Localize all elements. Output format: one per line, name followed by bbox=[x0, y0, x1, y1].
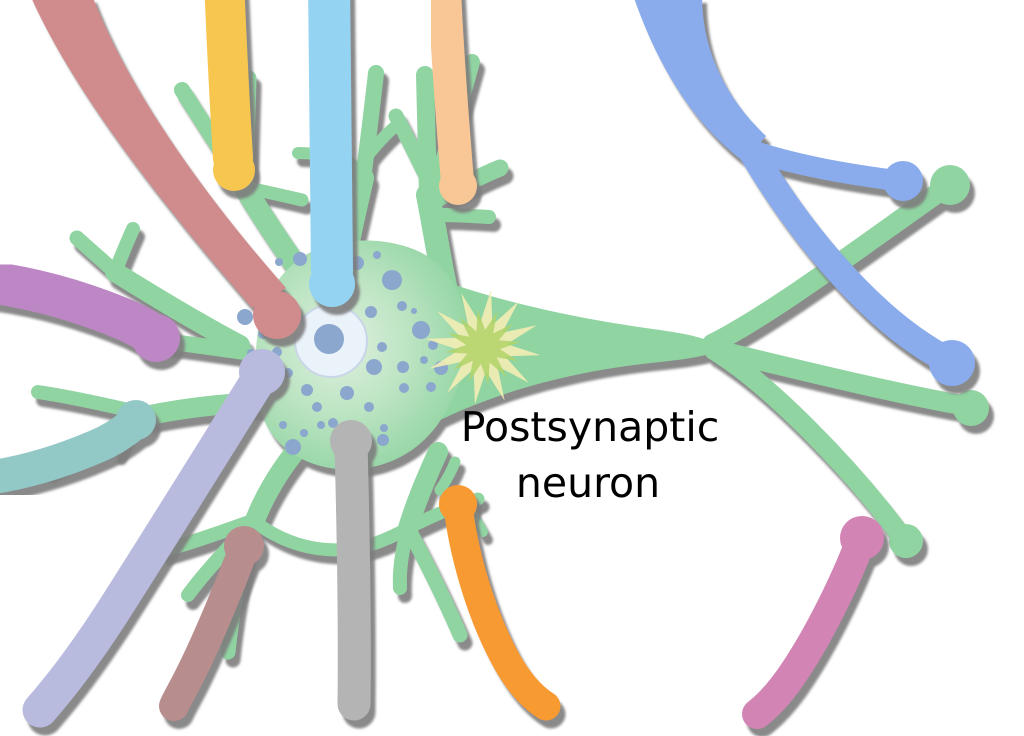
dendrite-trunk bbox=[105, 262, 250, 355]
axon-terminal-boutons bbox=[889, 165, 989, 558]
axon-terminal-bouton bbox=[953, 390, 989, 426]
presynaptic-terminal-lightblue bbox=[308, 0, 355, 307]
presynaptic-terminal-salmon bbox=[32, 0, 301, 339]
presynaptic-terminal-peach bbox=[428, 0, 477, 205]
granule-dot bbox=[380, 424, 388, 432]
dendrite-branch bbox=[241, 181, 309, 207]
granule-dot bbox=[426, 382, 436, 392]
granule-dot bbox=[382, 270, 402, 290]
axon-shaft bbox=[428, 0, 474, 193]
granule-dot bbox=[412, 321, 430, 339]
granule-dot bbox=[301, 384, 313, 396]
presynaptic-terminal-brown bbox=[159, 526, 264, 721]
axon-shaft bbox=[334, 427, 371, 721]
axon-branch-lower bbox=[704, 340, 907, 540]
axon-shaft bbox=[32, 0, 286, 308]
nucleolus bbox=[314, 324, 344, 354]
granule-dot bbox=[317, 421, 325, 429]
granule-dot bbox=[399, 383, 409, 393]
axon-shaft bbox=[742, 525, 876, 729]
synaptic-bouton bbox=[883, 161, 923, 201]
granule-dot bbox=[377, 434, 389, 446]
figure-label: Postsynaptic neuron bbox=[461, 403, 720, 507]
dendrite-trunk bbox=[245, 438, 308, 530]
dendrite-branch bbox=[434, 456, 461, 496]
presynaptic-terminal-pink bbox=[742, 516, 884, 729]
figure-label-line2: neuron bbox=[516, 459, 660, 507]
granule-dot bbox=[373, 251, 381, 259]
presynaptic-terminals bbox=[0, 0, 975, 729]
dendrite-cluster-bottom-right bbox=[392, 442, 488, 643]
presynaptic-terminal-lavender bbox=[22, 349, 285, 728]
granule-dot bbox=[365, 306, 377, 318]
synaptic-bouton bbox=[239, 349, 285, 395]
soma-interior bbox=[237, 251, 448, 455]
synaptic-bouton bbox=[213, 149, 255, 191]
axon-branch-middle bbox=[706, 340, 966, 414]
granule-dot bbox=[285, 439, 301, 455]
granule-dot bbox=[340, 386, 354, 400]
axon-terminal-bouton bbox=[889, 524, 923, 558]
synaptic-bouton bbox=[330, 420, 372, 462]
dendrite-branch bbox=[400, 520, 468, 643]
granule-dot bbox=[237, 309, 253, 325]
presynaptic-terminal-blue bbox=[634, 0, 975, 386]
granule-dot bbox=[397, 301, 407, 311]
action-potential-starburst bbox=[425, 289, 541, 405]
dendrite-branch bbox=[108, 222, 140, 279]
axon-shaft bbox=[0, 408, 149, 494]
granule-dot bbox=[293, 252, 307, 266]
synaptic-bouton bbox=[132, 314, 180, 362]
granule-dot bbox=[283, 368, 293, 378]
dendrite-branch bbox=[388, 108, 436, 188]
granule-dot bbox=[428, 340, 438, 350]
axon-shaft bbox=[204, 0, 253, 178]
axon-shaft bbox=[159, 533, 259, 721]
dendrite-branch bbox=[69, 230, 123, 280]
synaptic-bouton bbox=[309, 261, 355, 307]
granule-dot bbox=[312, 402, 322, 412]
synaptic-bouton bbox=[253, 291, 301, 339]
granule-dot bbox=[377, 342, 387, 352]
granule-dot bbox=[328, 418, 338, 428]
presynaptic-terminal-orange bbox=[439, 485, 561, 721]
granule-dot bbox=[300, 429, 308, 437]
axon-terminal-bouton bbox=[930, 165, 970, 205]
axon-branch-upper bbox=[702, 180, 952, 354]
synaptic-bouton bbox=[116, 400, 156, 440]
dendrite-branch bbox=[433, 208, 496, 224]
synaptic-bouton bbox=[439, 485, 477, 523]
dendrite-branch bbox=[355, 65, 384, 186]
axon-shaft bbox=[308, 0, 353, 293]
axon-shaft bbox=[634, 0, 766, 162]
axon-branch bbox=[738, 138, 954, 370]
granule-dot bbox=[275, 258, 283, 266]
granule-dot bbox=[397, 361, 409, 373]
figure-label-line1: Postsynaptic bbox=[461, 403, 720, 451]
presynaptic-terminal-yellow bbox=[204, 0, 255, 191]
synaptic-bouton bbox=[224, 526, 264, 566]
granule-dot bbox=[366, 359, 382, 375]
synaptic-bouton bbox=[840, 516, 884, 560]
starburst-inner bbox=[445, 309, 521, 385]
presynaptic-terminal-purple bbox=[0, 262, 180, 362]
axon-shaft bbox=[443, 491, 561, 721]
synaptic-bouton bbox=[439, 167, 477, 205]
granule-dot bbox=[279, 421, 287, 429]
granule-dot bbox=[364, 402, 374, 412]
presynaptic-terminal-gray bbox=[330, 420, 372, 721]
granule-dot bbox=[420, 356, 428, 364]
axon-shaft bbox=[22, 356, 280, 728]
presynaptic-terminal-teal bbox=[0, 400, 156, 494]
granule-dot bbox=[350, 256, 364, 270]
dendrite-branch bbox=[248, 515, 415, 557]
granule-dot bbox=[411, 308, 417, 314]
synaptic-bouton bbox=[929, 340, 975, 386]
